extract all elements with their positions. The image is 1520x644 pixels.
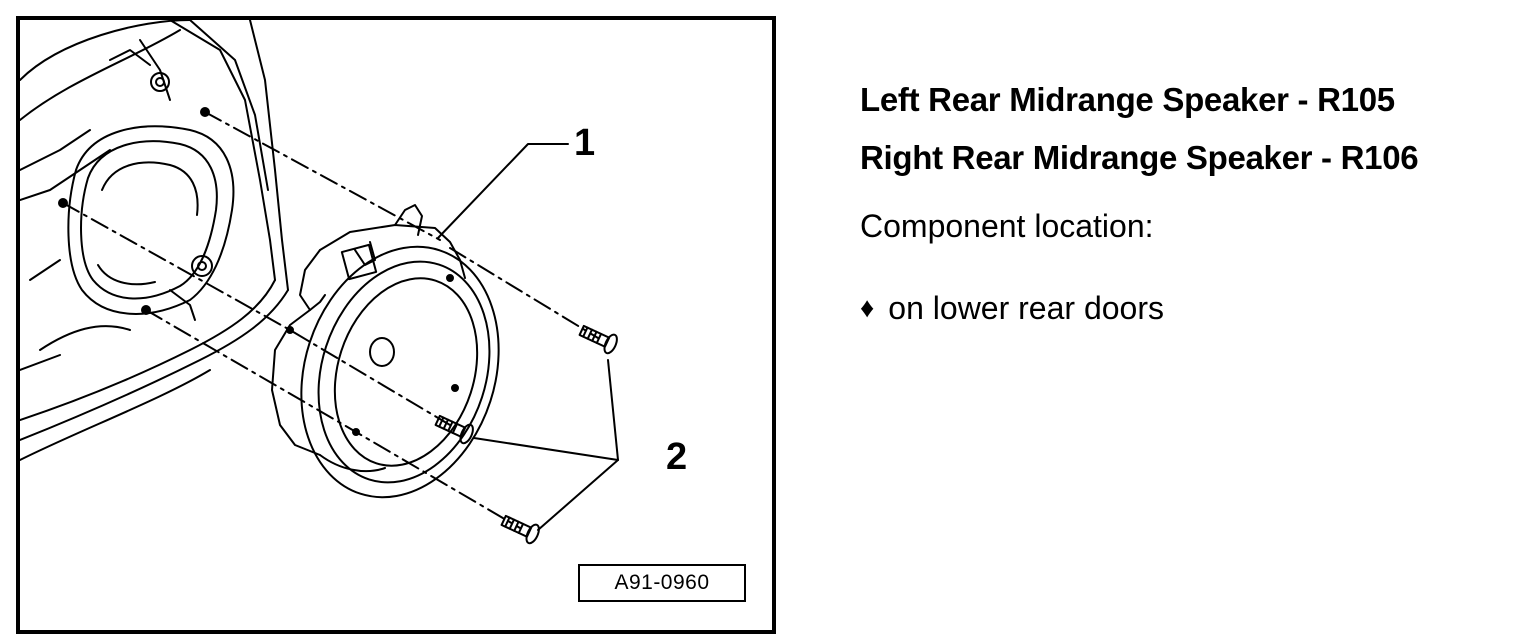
title-right-speaker: Right Rear Midrange Speaker - R106 — [860, 139, 1419, 176]
callout-2: 2 — [666, 436, 688, 478]
alignment-lines — [62, 111, 599, 529]
title-left-speaker: Left Rear Midrange Speaker - R105 — [860, 81, 1395, 118]
diamond-bullet-icon: ♦ — [860, 292, 875, 323]
leader-lines — [437, 143, 619, 531]
text-panel: Left Rear Midrange Speaker - R105 Right … — [860, 80, 1510, 328]
speaker-illustration — [20, 20, 619, 545]
door-panel — [20, 20, 289, 461]
location-item-text: on lower rear doors — [888, 290, 1164, 326]
speaker — [271, 204, 500, 499]
screws — [434, 324, 618, 545]
component-location-label: Component location: — [860, 208, 1154, 244]
figure-frame: 1 2 A91-0960 — [16, 16, 776, 634]
location-list-item: ♦ on lower rear doors — [860, 288, 1510, 328]
figure-reference-code: A91-0960 — [578, 564, 746, 602]
callout-1: 1 — [574, 122, 596, 164]
